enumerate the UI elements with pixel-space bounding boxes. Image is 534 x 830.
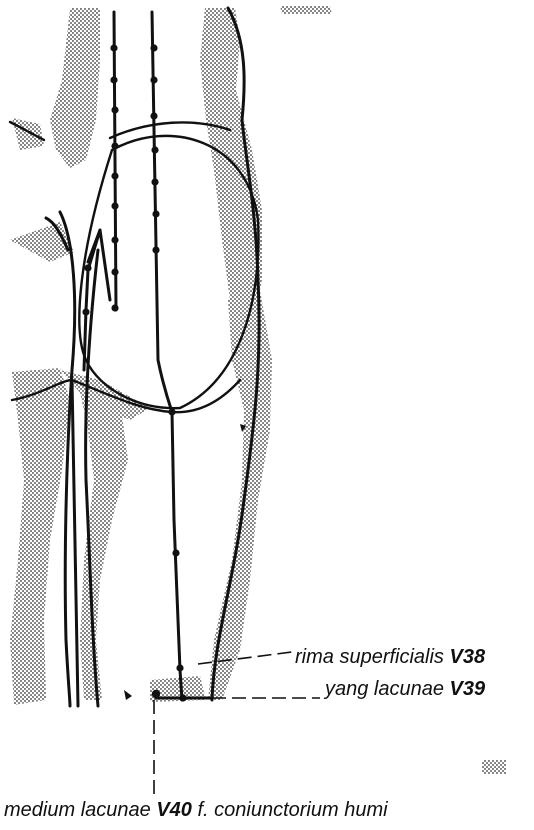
label-v40-suffix: f. coniunctorium humi xyxy=(197,799,387,821)
acupoint-dot xyxy=(179,694,186,701)
acupoint-dot xyxy=(172,549,179,556)
shading xyxy=(10,6,332,705)
acupoint-dot xyxy=(176,664,183,671)
label-v39: yang lacunae V39 xyxy=(325,678,485,701)
acupoint-dot xyxy=(151,178,158,185)
label-v40-name: medium lacunae xyxy=(4,799,151,821)
acupoint-dot xyxy=(110,44,117,51)
acupoint-dot xyxy=(150,44,157,51)
acupoint-dot xyxy=(111,236,118,243)
acupoint-dot xyxy=(152,210,159,217)
acupoint-dot xyxy=(111,202,118,209)
label-v38-name: rima superficialis xyxy=(295,646,444,668)
acupoint-dot xyxy=(152,690,160,698)
label-v39-name: yang lacunae xyxy=(325,678,444,700)
label-v38-code: V38 xyxy=(450,646,486,668)
small-marks xyxy=(124,424,506,774)
acupoint-dot xyxy=(152,246,159,253)
label-v40: medium lacunae V40 f. coniunctorium humi xyxy=(4,799,388,822)
label-v38: rima superficialis V38 xyxy=(295,646,485,669)
acupoint-dot xyxy=(111,304,118,311)
acupoint-dot xyxy=(168,408,175,415)
acupoint-dot xyxy=(111,268,118,275)
label-v39-code: V39 xyxy=(450,678,486,700)
label-v40-code: V40 xyxy=(156,799,192,821)
acupoint-dot xyxy=(111,106,118,113)
acupoint-dot xyxy=(111,172,118,179)
acupoint-dot xyxy=(84,264,91,271)
acupoint-dot xyxy=(111,142,118,149)
acupoint-dot xyxy=(151,146,158,153)
acupoint-dot xyxy=(150,112,157,119)
acupoint-dot xyxy=(110,76,117,83)
acupoint-dot xyxy=(82,308,89,315)
acupoint-dot xyxy=(150,76,157,83)
